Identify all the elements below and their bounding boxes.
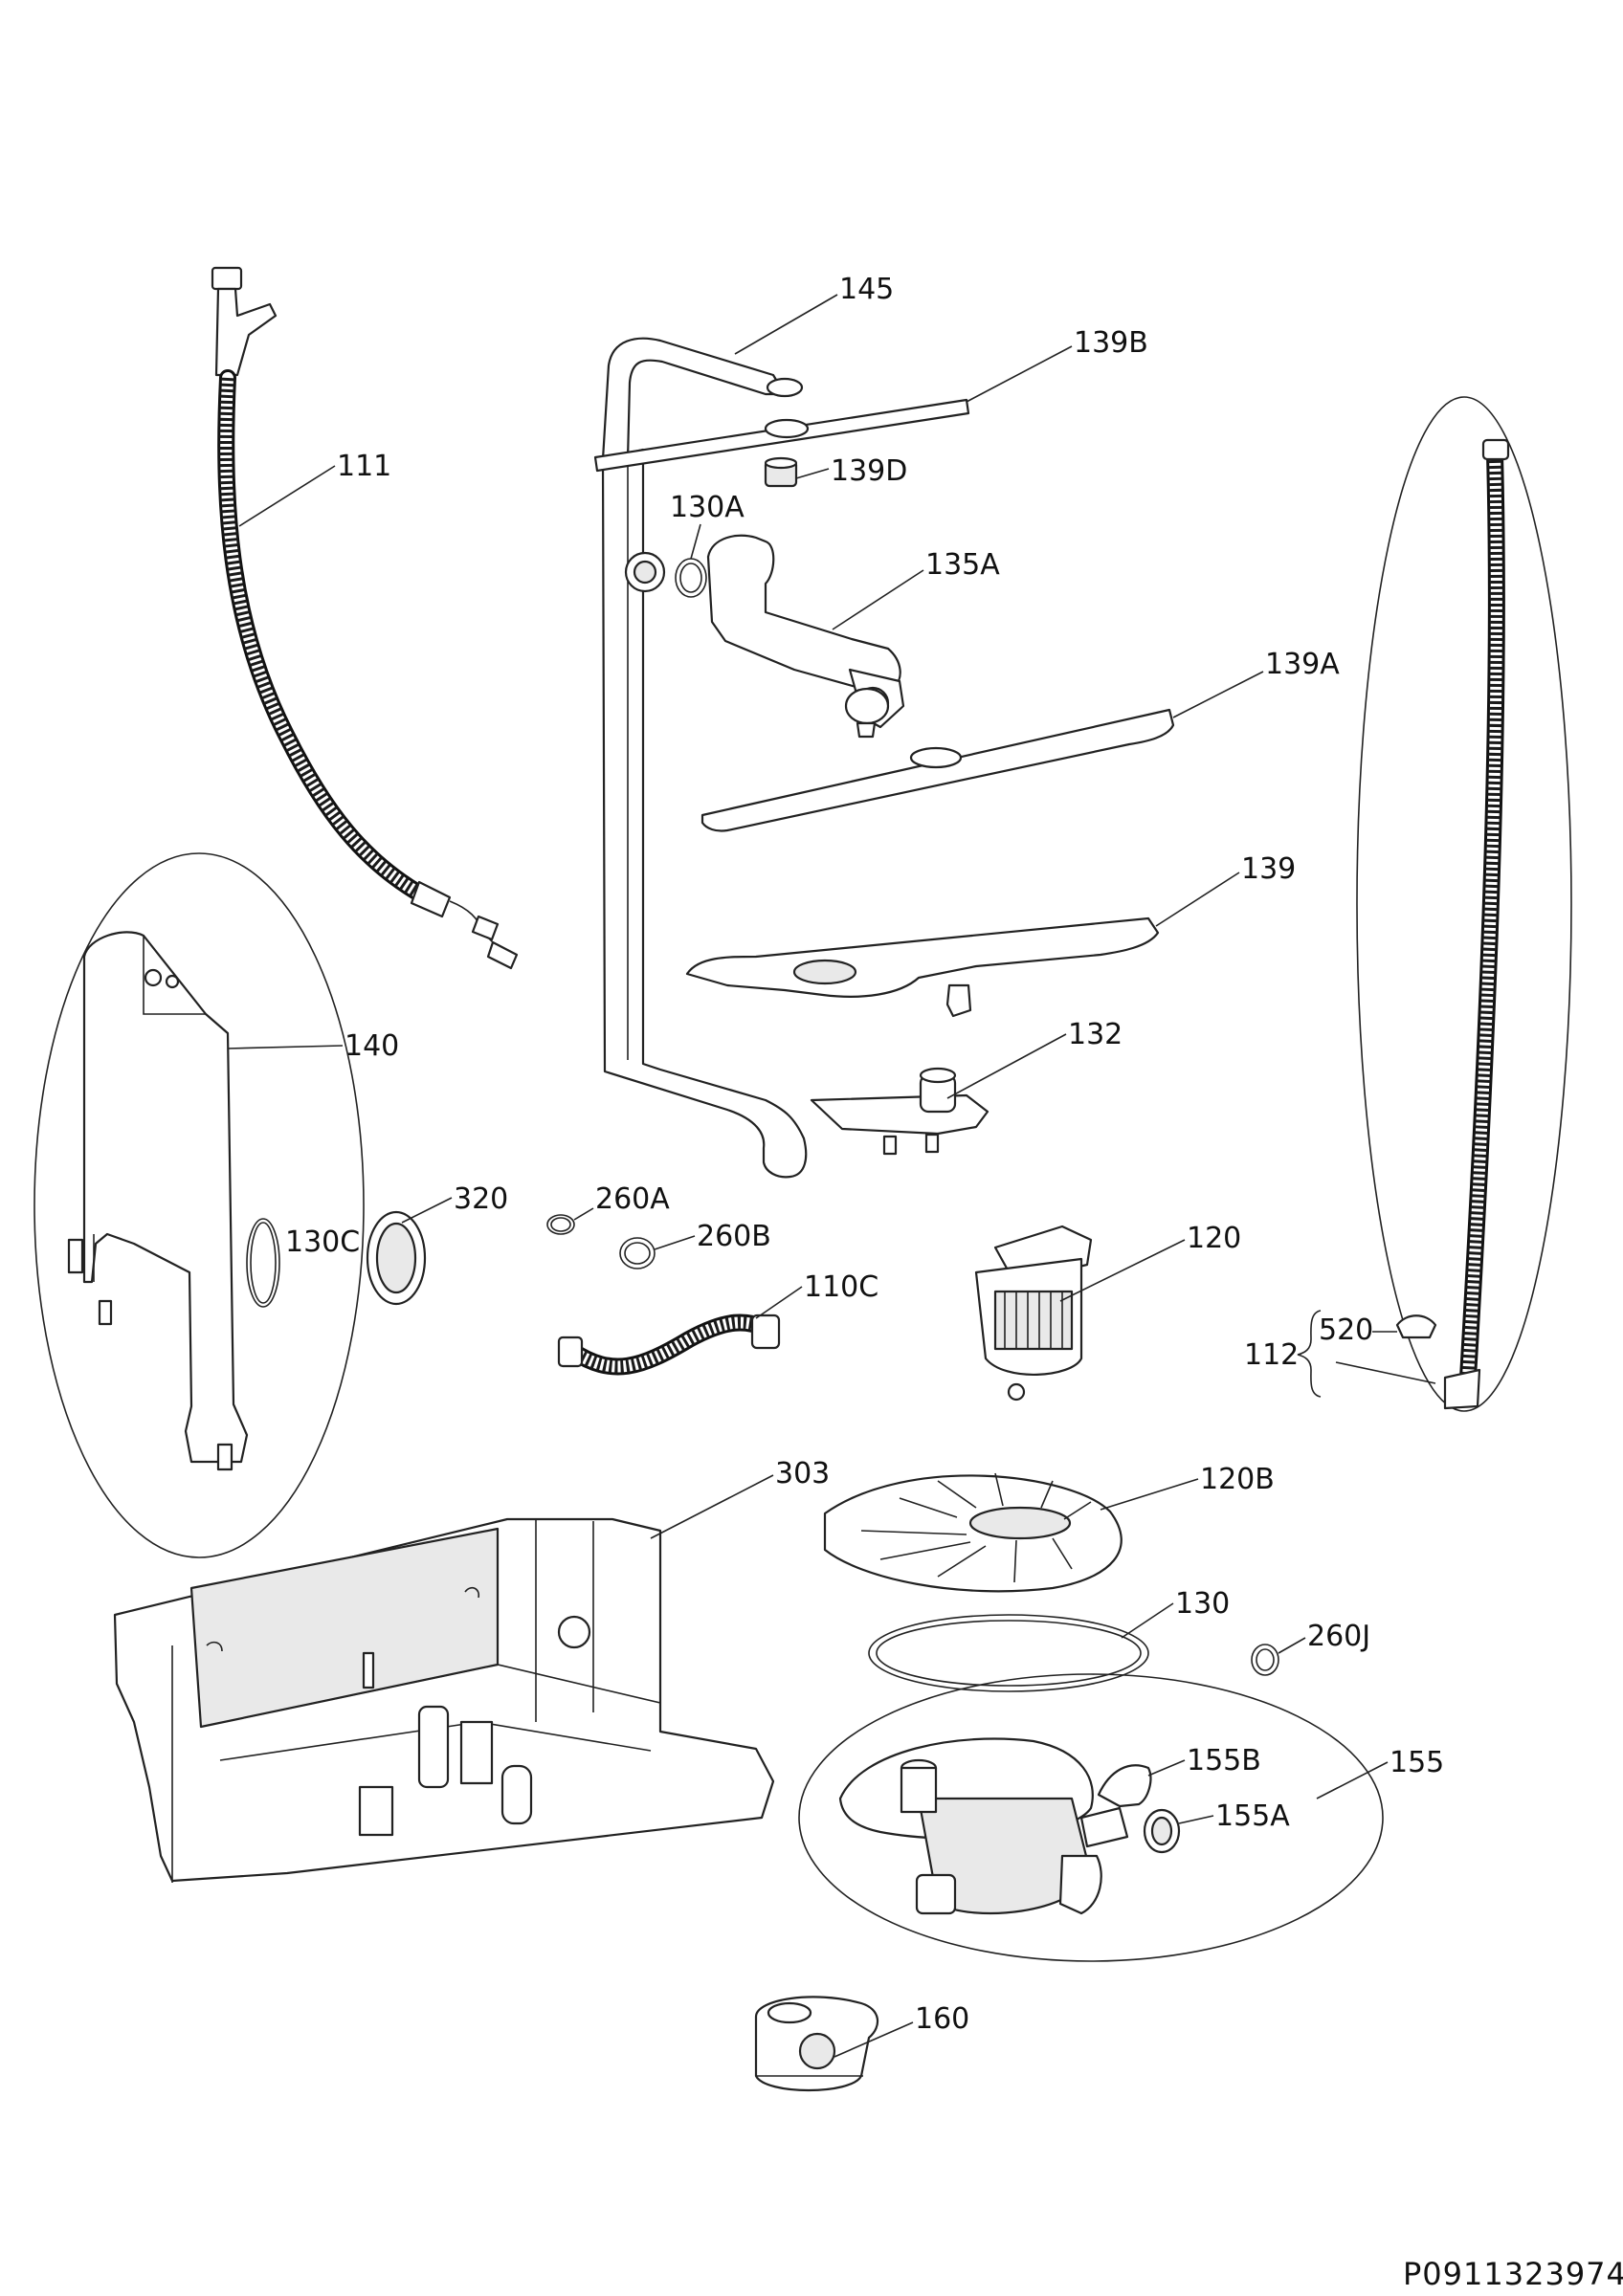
part-155b-flap	[1097, 1759, 1186, 1808]
label-135a: 135A	[925, 548, 1000, 582]
part-112-drain-hose	[1335, 396, 1572, 1412]
label-111: 111	[337, 450, 391, 483]
part-120-filter	[974, 1225, 1186, 1402]
label-320: 320	[454, 1182, 508, 1216]
label-130a: 130A	[670, 491, 745, 524]
part-260a-hose-clamp	[546, 1207, 594, 1235]
label-139b: 139B	[1074, 326, 1148, 360]
label-155b: 155B	[1187, 1744, 1261, 1777]
label-130c: 130C	[285, 1225, 360, 1259]
part-110c-corrugated-hose	[557, 1286, 803, 1376]
label-140: 140	[345, 1029, 399, 1063]
label-139d: 139D	[831, 454, 907, 488]
drawing-code: P09113239743	[1403, 2256, 1623, 2292]
part-320-seal-ring	[366, 1197, 453, 1306]
part-140-side-panel	[33, 852, 365, 1558]
part-139d-nut	[764, 456, 830, 488]
part-155-sump-assembly	[798, 1673, 1389, 1962]
label-120: 120	[1187, 1222, 1241, 1255]
part-520-clip	[1372, 1314, 1437, 1339]
label-110c: 110C	[804, 1270, 878, 1304]
label-303: 303	[775, 1457, 830, 1490]
label-139: 139	[1241, 852, 1296, 886]
label-155: 155	[1390, 1746, 1444, 1779]
part-260b-hose-clamp	[619, 1235, 696, 1269]
part-130a-o-ring	[624, 523, 707, 598]
part-139-lower-spray-arm	[685, 872, 1240, 1018]
part-139a-middle-spray-arm	[700, 671, 1264, 832]
part-145-supply-tube	[601, 294, 838, 1179]
label-120b: 120B	[1200, 1463, 1275, 1496]
label-139a: 139A	[1265, 648, 1340, 681]
part-160-pump-motor	[754, 1996, 914, 2092]
brace-112	[1297, 1310, 1322, 1398]
label-132: 132	[1068, 1018, 1123, 1051]
label-260b: 260B	[697, 1220, 771, 1253]
label-260a: 260A	[595, 1182, 670, 1216]
part-111-inlet-hose	[211, 266, 519, 970]
label-155a: 155A	[1215, 1799, 1290, 1833]
label-145: 145	[839, 273, 894, 306]
part-155a-connector	[1143, 1808, 1214, 1854]
label-130: 130	[1175, 1587, 1230, 1621]
label-160: 160	[915, 2002, 969, 2036]
label-112: 112	[1244, 1338, 1299, 1372]
part-135a-supply-arm	[706, 534, 924, 739]
part-130c-gasket	[246, 1218, 280, 1308]
part-132-spray-arm-support	[810, 1033, 1067, 1156]
label-260j: 260J	[1307, 1620, 1370, 1653]
part-303-base-frame	[113, 1474, 775, 1883]
part-130-large-o-ring	[868, 1602, 1174, 1692]
part-260j-hose-clamp	[1251, 1637, 1306, 1676]
label-520: 520	[1319, 1314, 1373, 1347]
part-139b-upper-spray-arm	[593, 345, 1073, 473]
part-120b-filter-plate	[823, 1472, 1199, 1593]
